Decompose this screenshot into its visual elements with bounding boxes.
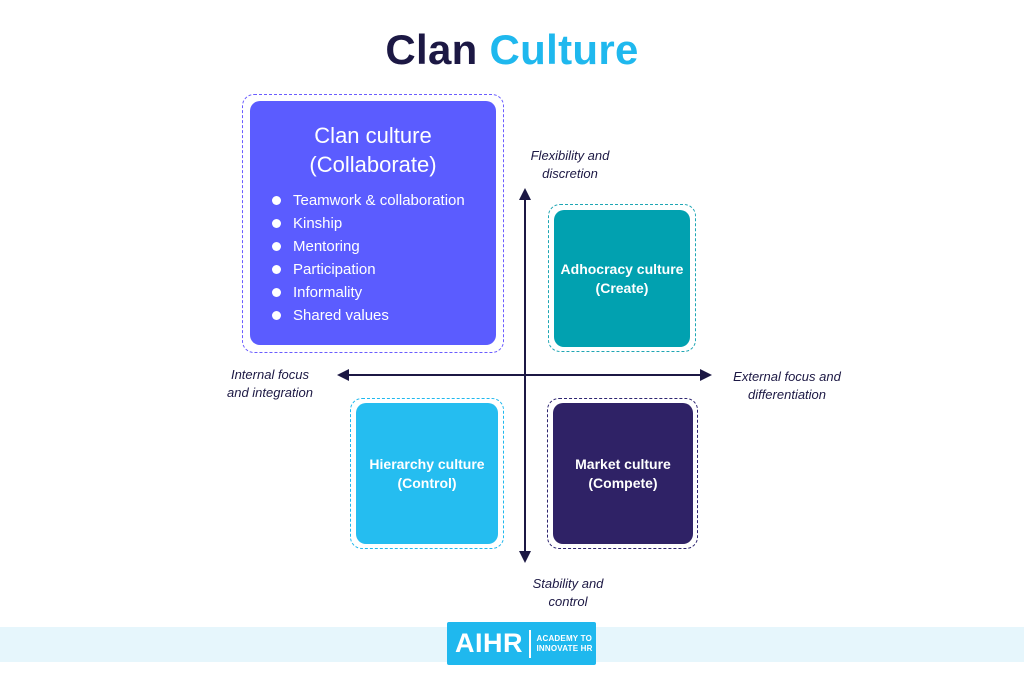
axis-label-right-line1: External focus and — [733, 369, 841, 384]
adhocracy-label-line2: (Create) — [595, 279, 649, 296]
bullet-icon — [272, 242, 281, 251]
hierarchy-quadrant — [356, 403, 498, 544]
horizontal-axis-arrow-left — [337, 369, 349, 381]
adhocracy-quadrant-outline — [548, 204, 696, 352]
list-item-label: Kinship — [293, 215, 343, 232]
adhocracy-label-line1: Adhocracy culture — [560, 260, 684, 277]
clan-traits-list: Teamwork & collaboration Kinship Mentori… — [270, 189, 465, 327]
market-label-line2: (Compete) — [588, 474, 658, 491]
clan-quadrant — [250, 101, 496, 345]
bullet-icon — [272, 265, 281, 274]
clan-quadrant-title: Clan culture (Collaborate) — [250, 121, 496, 179]
list-item: Participation — [270, 258, 465, 281]
adhocracy-quadrant — [554, 210, 690, 347]
logo-tagline-line1: ACADEMY TO — [536, 633, 592, 643]
axis-label-top-line2: discretion — [542, 166, 598, 181]
logo-tagline: ACADEMY TO INNOVATE HR — [537, 634, 593, 654]
hierarchy-label-line1: Hierarchy culture — [369, 455, 485, 472]
hierarchy-quadrant-outline — [350, 398, 504, 549]
list-item-label: Mentoring — [293, 238, 360, 255]
list-item-label: Shared values — [293, 307, 389, 324]
aihr-logo: AIHR ACADEMY TO INNOVATE HR — [447, 622, 596, 665]
bullet-icon — [272, 311, 281, 320]
list-item: Teamwork & collaboration — [270, 189, 465, 212]
title-word-clan: Clan — [385, 26, 478, 73]
vertical-axis-arrow-down — [519, 551, 531, 563]
clan-quadrant-outline — [242, 94, 504, 353]
axis-label-bottom: Stability and control — [504, 575, 632, 611]
logo-wordmark: AIHR — [455, 628, 523, 658]
clan-title-line1: Clan culture — [314, 123, 432, 148]
list-item: Mentoring — [270, 235, 465, 258]
axis-label-left-line2: and integration — [226, 385, 313, 400]
list-item: Kinship — [270, 212, 465, 235]
market-quadrant-outline — [547, 398, 698, 549]
axis-label-right: External focus and differentiation — [716, 368, 858, 404]
horizontal-axis-arrow-right — [700, 369, 712, 381]
title-word-culture: Culture — [489, 26, 639, 73]
axis-label-bottom-line1: Stability and — [532, 576, 604, 591]
list-item-label: Participation — [293, 261, 376, 278]
list-item-label: Teamwork & collaboration — [293, 192, 465, 209]
axis-label-left: Internal focus and integration — [208, 366, 332, 402]
clan-title-line2: (Collaborate) — [309, 152, 437, 177]
list-item: Shared values — [270, 304, 465, 327]
list-item: Informality — [270, 281, 465, 304]
axis-label-bottom-line2: control — [548, 594, 588, 609]
axis-label-top: Flexibility and discretion — [506, 147, 634, 183]
hierarchy-label-line2: (Control) — [397, 474, 457, 491]
bullet-icon — [272, 196, 281, 205]
axis-label-top-line1: Flexibility and — [530, 148, 610, 163]
market-label-line1: Market culture — [575, 455, 671, 472]
vertical-axis-arrow-up — [519, 188, 531, 200]
market-quadrant — [553, 403, 693, 544]
hierarchy-quadrant-label: Hierarchy culture (Control) — [356, 403, 498, 544]
page-title: Clan Culture — [0, 26, 1024, 74]
logo-divider — [529, 629, 531, 658]
bullet-icon — [272, 288, 281, 297]
market-quadrant-label: Market culture (Compete) — [553, 403, 693, 544]
axis-label-left-line1: Internal focus — [230, 367, 310, 382]
axis-label-right-line2: differentiation — [747, 387, 827, 402]
list-item-label: Informality — [293, 284, 363, 301]
bullet-icon — [272, 219, 281, 228]
logo-tagline-line2: INNOVATE HR — [536, 643, 593, 653]
adhocracy-quadrant-label: Adhocracy culture (Create) — [554, 210, 690, 347]
